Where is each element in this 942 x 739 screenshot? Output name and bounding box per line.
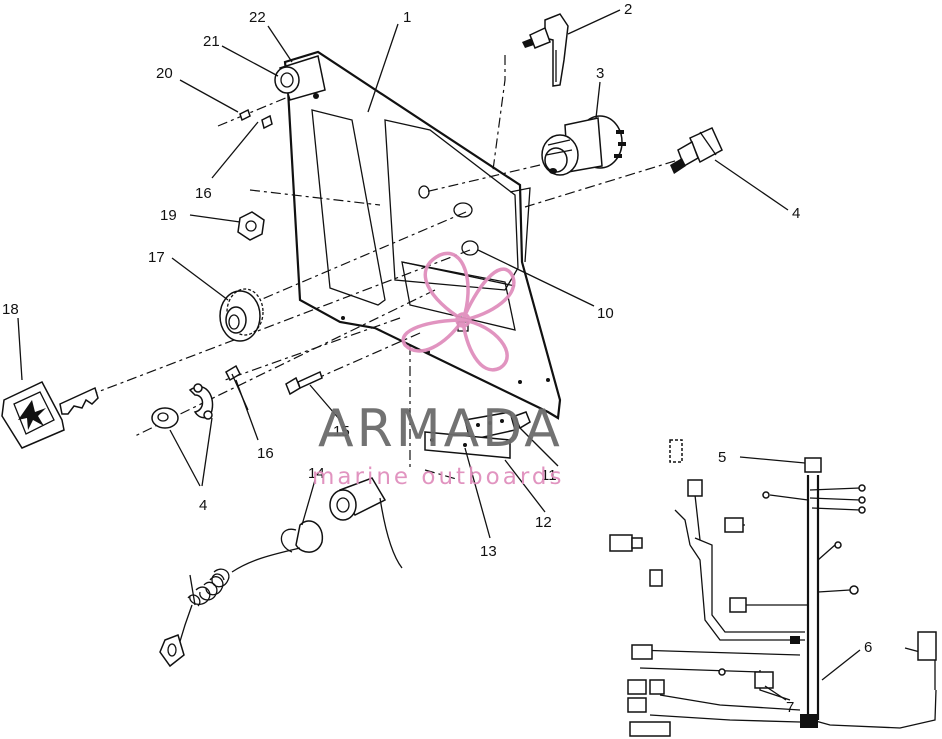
ignition-switch-part-3 xyxy=(541,115,626,176)
callout-20: 20 xyxy=(156,65,173,82)
bracket-plate-part-22 xyxy=(274,55,326,101)
screws-part-20-16 xyxy=(239,108,273,130)
callout-1: 1 xyxy=(403,9,411,26)
callout-2: 2 xyxy=(624,1,632,18)
callout-3: 3 xyxy=(596,65,604,82)
callout-4-top: 4 xyxy=(792,205,800,222)
switch-part-2 xyxy=(522,13,569,87)
clamp-plates-part-12-13 xyxy=(424,411,531,459)
callout-21: 21 xyxy=(203,33,220,50)
watermark-tagline: marine outboards xyxy=(312,464,564,490)
control-panel-bracket xyxy=(283,50,562,420)
watermark-brand: ARMADA xyxy=(318,399,563,459)
callout-18: 18 xyxy=(2,301,19,318)
armada-watermark: ARMADA marine outboards xyxy=(312,251,564,490)
callout-11: 11 xyxy=(541,467,557,484)
toggle-switch-part-4 xyxy=(670,127,723,174)
ring-nut-part-17 xyxy=(219,288,264,342)
callout-19: 19 xyxy=(160,207,177,224)
nut-part-19 xyxy=(237,211,265,241)
washers-part-4 xyxy=(151,383,214,429)
callout-22: 22 xyxy=(249,9,266,26)
bolt-part-15 xyxy=(285,370,323,396)
callout-12: 12 xyxy=(535,514,552,531)
callout-16-upper: 16 xyxy=(195,185,212,202)
callout-15: 15 xyxy=(333,423,350,440)
assembly-center-lines xyxy=(94,55,679,481)
callout-4-bottom: 4 xyxy=(199,497,207,514)
callout-14: 14 xyxy=(308,465,325,482)
callout-5: 5 xyxy=(718,449,726,466)
callout-13: 13 xyxy=(480,543,497,560)
callout-17: 17 xyxy=(148,249,165,266)
callout-6: 6 xyxy=(864,639,872,656)
armada-propeller-logo xyxy=(401,251,516,372)
callout-labels: 1 2 3 4 4 5 6 7 10 11 12 13 14 15 16 16 … xyxy=(2,1,872,716)
callout-16-lower: 16 xyxy=(257,445,274,462)
callout-7: 7 xyxy=(786,699,794,716)
kill-switch-lanyard-part-14 xyxy=(159,477,403,668)
wiring-harness-part-6 xyxy=(609,439,937,737)
callout-leader-lines xyxy=(17,9,861,701)
callout-10: 10 xyxy=(597,305,614,322)
ignition-key-part-18 xyxy=(1,381,99,449)
